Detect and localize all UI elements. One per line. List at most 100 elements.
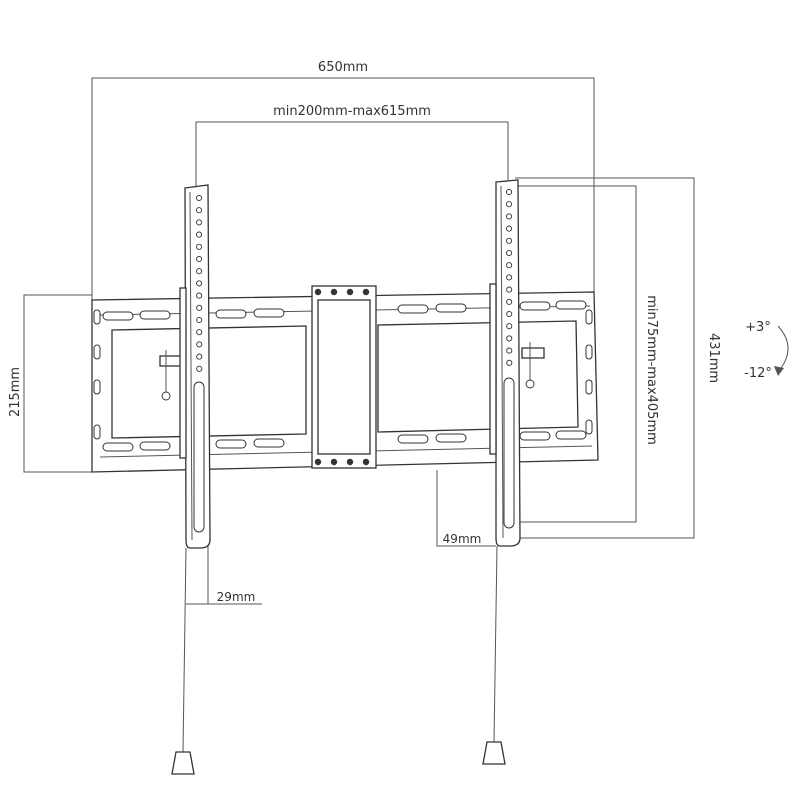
slot	[585, 309, 593, 325]
right-arm-edge	[500, 185, 504, 539]
mounting-hole	[196, 243, 203, 250]
dimension-line-arm-spacing	[195, 121, 509, 188]
mounting-hole	[506, 262, 513, 269]
mounting-hole	[196, 329, 203, 336]
bolt	[346, 288, 354, 296]
slot	[139, 310, 171, 320]
slot	[555, 430, 587, 440]
dimension-line-hole-range	[518, 185, 637, 523]
slot	[93, 344, 101, 360]
mounting-hole	[505, 188, 513, 196]
bolt	[346, 458, 354, 466]
label-vertical-hole-range: min75mm-max405mm	[644, 295, 659, 445]
wall-plate-window-right	[377, 320, 579, 433]
right-arm-hook	[489, 283, 497, 455]
mounting-hole	[506, 274, 513, 281]
left-arm-hook	[179, 287, 187, 459]
slot	[102, 442, 134, 452]
left-arm-edge	[189, 191, 193, 541]
bolt	[362, 458, 370, 466]
dimension-line-overall-height	[515, 177, 695, 539]
slot	[102, 311, 134, 321]
mounting-hole	[195, 219, 203, 226]
mounting-hole	[195, 194, 203, 202]
mounting-hole	[506, 359, 513, 366]
mounting-hole	[196, 292, 203, 299]
label-wall-depth: 49mm	[443, 532, 482, 546]
mounting-hole	[505, 213, 513, 220]
bolt	[362, 288, 370, 296]
mounting-hole	[196, 255, 203, 263]
tilt-down-label: -12°	[744, 366, 772, 381]
mounting-hole	[505, 201, 513, 208]
dimension-line-wall-depth	[436, 470, 496, 547]
mounting-hole	[196, 365, 203, 372]
slot	[93, 379, 101, 395]
dimension-line-bracket-height	[23, 294, 92, 473]
dimension-overall-height: 431mm	[515, 177, 721, 539]
left-weight	[171, 751, 195, 775]
safety-cords	[171, 545, 506, 775]
label-arm-depth: 29mm	[217, 590, 256, 604]
mounting-hole	[506, 310, 513, 318]
slot	[555, 300, 587, 310]
mounting-hole	[195, 207, 203, 214]
label-overall-width: 650mm	[318, 60, 368, 75]
left-safety-cord	[182, 547, 187, 753]
mounting-hole	[196, 341, 203, 348]
tilt-up-label: +3°	[745, 320, 771, 335]
slot	[397, 304, 429, 314]
slot	[93, 424, 101, 440]
mounting-hole	[506, 225, 513, 232]
mounting-hole	[506, 249, 513, 257]
slot	[585, 379, 593, 395]
label-overall-height: 431mm	[706, 333, 721, 383]
tilt-indicator: +3° -12°	[744, 320, 789, 381]
tilt-arc	[777, 325, 789, 373]
tilt-arrow-icon	[774, 366, 784, 376]
right-weight	[482, 741, 506, 765]
mounting-hole	[506, 323, 513, 330]
slot	[139, 441, 171, 451]
dimension-arm-spacing: min200mm-max615mm	[195, 104, 509, 188]
slot	[585, 344, 593, 360]
slot	[519, 301, 551, 311]
bolt	[314, 288, 322, 296]
slot	[397, 434, 429, 444]
center-plate	[311, 285, 377, 469]
right-arm-knob-body	[521, 347, 545, 359]
mounting-hole	[196, 353, 203, 360]
right-safety-cord	[493, 545, 498, 743]
right-arm-long-slot	[503, 377, 515, 529]
bolt	[314, 458, 322, 466]
dimension-bracket-height: 215mm	[8, 294, 92, 473]
slot	[215, 439, 247, 449]
mounting-hole	[196, 268, 203, 275]
right-arm	[489, 179, 545, 547]
slot	[93, 309, 101, 325]
dimension-vertical-hole-range: min75mm-max405mm	[518, 185, 659, 523]
left-arm-long-slot	[193, 381, 205, 533]
left-arm	[159, 184, 211, 549]
slot	[253, 438, 285, 448]
mounting-hole	[196, 316, 203, 324]
slot	[519, 431, 551, 441]
mounting-hole	[506, 237, 513, 244]
mounting-hole	[196, 231, 203, 238]
left-arm-knob-end	[161, 391, 171, 401]
slot	[585, 419, 593, 435]
right-arm-holes	[505, 188, 513, 366]
mounting-hole	[506, 286, 513, 293]
label-arm-spacing: min200mm-max615mm	[273, 104, 431, 119]
mounting-hole	[506, 347, 513, 354]
slot	[215, 309, 247, 319]
bolt	[330, 458, 338, 466]
mounting-hole	[506, 335, 513, 342]
mounting-hole	[196, 280, 203, 287]
mounting-hole	[196, 304, 203, 311]
bolt	[330, 288, 338, 296]
label-bracket-height: 215mm	[8, 367, 23, 417]
slot	[253, 308, 285, 318]
